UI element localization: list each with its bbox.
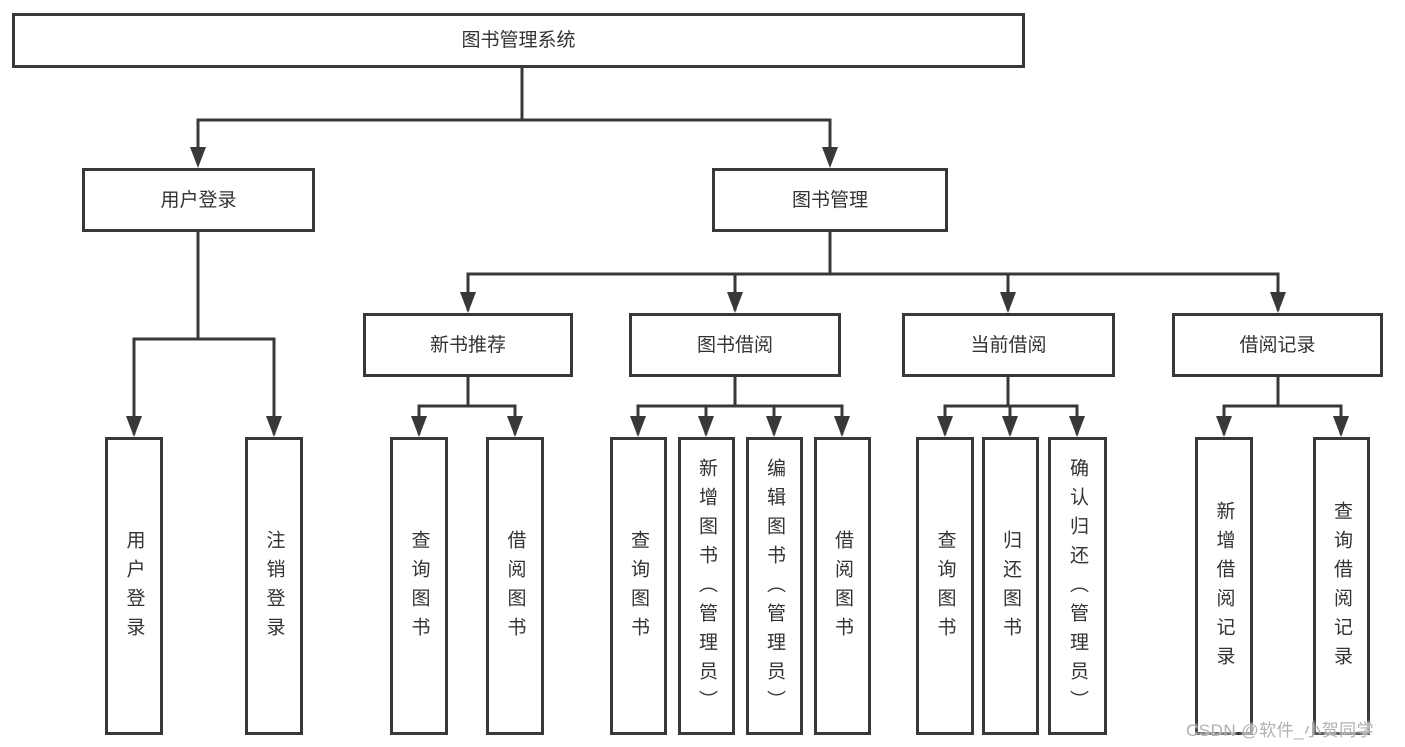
node-confirm-return-admin: 确认归还（管理员）: [1048, 437, 1107, 735]
branch-user-login: [132, 230, 276, 435]
node-library-system: 图书管理系统: [12, 13, 1025, 68]
node-user-login-leaf: 用户登录: [105, 437, 163, 735]
node-query-books-current: 查询图书: [916, 437, 974, 735]
node-add-books-admin: 新增图书（管理员）: [678, 437, 735, 735]
branch-root: [196, 64, 832, 165]
branch-new-book-recommend: [417, 375, 517, 435]
node-add-borrow-record: 新增借阅记录: [1195, 437, 1253, 735]
node-return-books: 归还图书: [982, 437, 1039, 735]
node-borrowing-records: 借阅记录: [1172, 313, 1383, 377]
node-query-books-borrow: 查询图书: [610, 437, 667, 735]
node-user-login: 用户登录: [82, 168, 315, 232]
node-logout: 注销登录: [245, 437, 303, 735]
node-book-management: 图书管理: [712, 168, 948, 232]
node-query-borrow-record: 查询借阅记录: [1313, 437, 1370, 735]
node-new-book-recommend: 新书推荐: [363, 313, 573, 377]
branch-book-management: [466, 230, 1280, 311]
node-borrow-books-recommend: 借阅图书: [486, 437, 544, 735]
branch-book-borrowing: [636, 375, 844, 435]
node-book-borrowing: 图书借阅: [629, 313, 841, 377]
node-current-borrowing: 当前借阅: [902, 313, 1115, 377]
branch-borrowing-records: [1222, 375, 1343, 435]
arrowheads: [126, 147, 1349, 437]
watermark-text: CSDN @软件_小贺同学: [1186, 721, 1375, 740]
node-borrow-books-leaf: 借阅图书: [814, 437, 871, 735]
node-edit-books-admin: 编辑图书（管理员）: [746, 437, 803, 735]
node-query-books-recommend: 查询图书: [390, 437, 448, 735]
